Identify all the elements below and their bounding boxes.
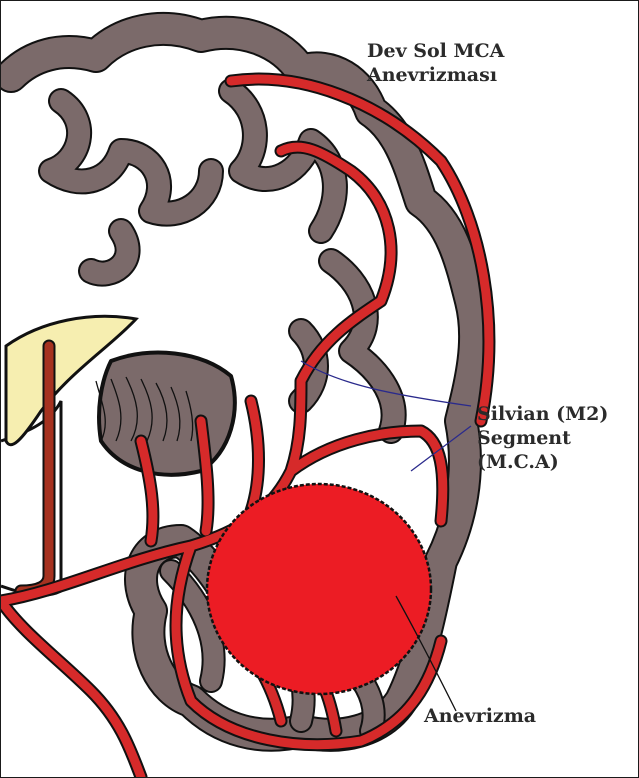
title-line-1: Dev Sol MCA <box>367 39 504 63</box>
diagram-title: Dev Sol MCA Anevrizması <box>367 39 504 87</box>
segment-label-line-3: (M.C.A) <box>477 450 608 474</box>
title-line-2: Anevrizması <box>367 63 504 87</box>
aneurysm-label: Anevrizma <box>424 704 536 728</box>
segment-label-line-1: Silvian (M2) <box>477 402 608 426</box>
segment-label-line-2: Segment <box>477 426 608 450</box>
giant-aneurysm <box>207 484 431 694</box>
segment-label: Silvian (M2) Segment (M.C.A) <box>477 402 608 474</box>
